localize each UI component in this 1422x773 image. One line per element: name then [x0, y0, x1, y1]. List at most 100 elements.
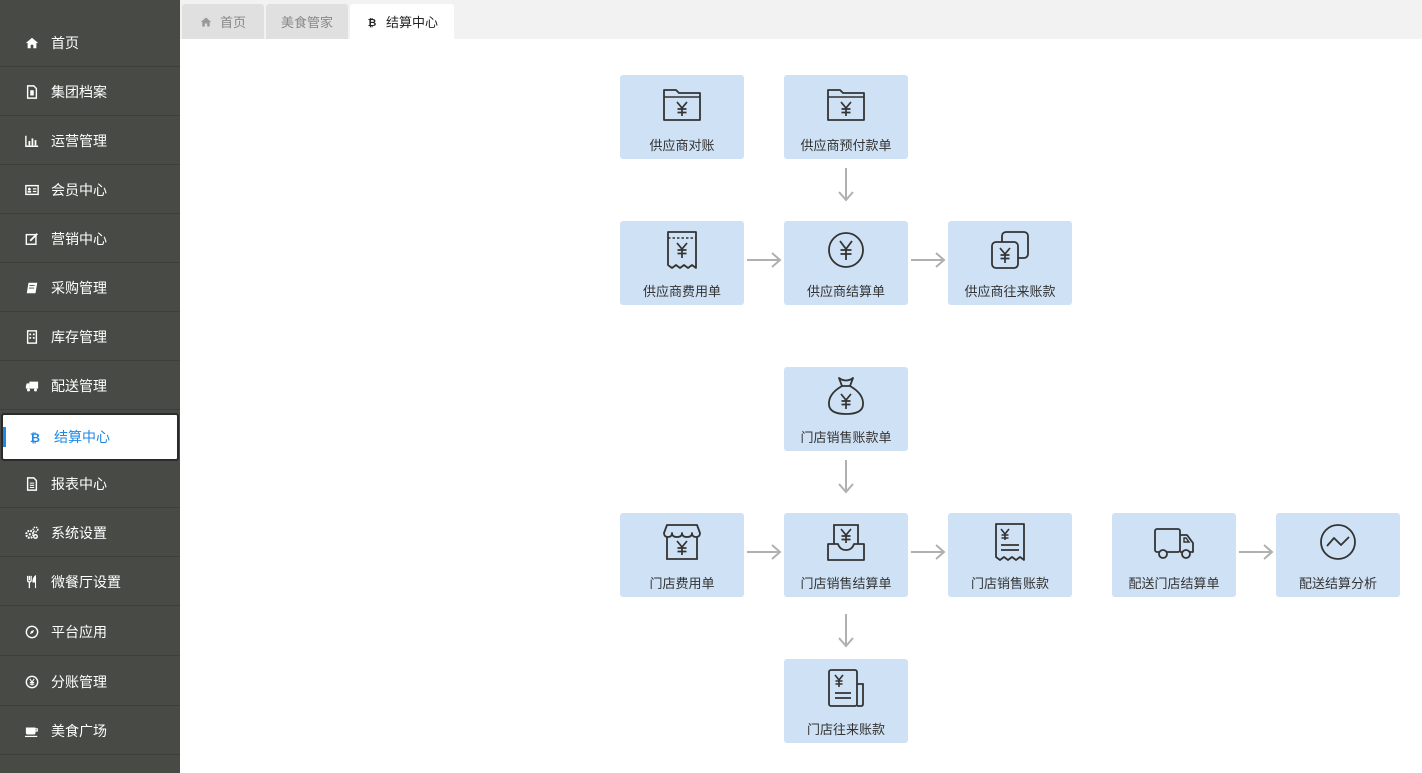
- document-icon: [24, 476, 40, 492]
- arrow-right: [1239, 544, 1274, 560]
- arrow-down: [838, 168, 854, 202]
- sidebar-item-label: 结算中心: [54, 430, 110, 446]
- compass-icon: [24, 624, 40, 640]
- sidebar-item-label: 报表中心: [51, 476, 107, 493]
- sidebar-item-home[interactable]: 首页: [0, 19, 180, 67]
- sidebar-item-members[interactable]: 会员中心: [0, 166, 180, 214]
- sidebar-item-label: 美食广场: [51, 723, 107, 740]
- store-yen-icon: [663, 524, 701, 560]
- card-label: 配送结算分析: [1298, 577, 1377, 592]
- sidebar-item-label: 微餐厅设置: [51, 574, 121, 591]
- sidebar-item-label: 平台应用: [51, 624, 107, 641]
- card-supplier-current-account[interactable]: 供应商往来账款: [948, 221, 1072, 305]
- arrow-down: [838, 460, 854, 494]
- sidebar-item-purchasing[interactable]: 采购管理: [0, 264, 180, 312]
- card-label: 门店销售结算单: [800, 577, 892, 592]
- card-store-sales-settlement[interactable]: 门店销售结算单: [784, 513, 908, 597]
- sidebar-item-split-accounts[interactable]: 分账管理: [0, 658, 180, 706]
- sidebar-item-label: 营销中心: [51, 231, 107, 248]
- arrow-right: [747, 252, 782, 268]
- sidebar-item-label: 集团档案: [51, 84, 107, 101]
- sidebar-item-label: 首页: [51, 35, 79, 52]
- tray-yen-icon: [827, 524, 865, 561]
- sidebar-item-reports[interactable]: 报表中心: [0, 460, 180, 508]
- arrow-right: [911, 544, 946, 560]
- card-store-sales-account[interactable]: 门店销售账款: [948, 513, 1072, 597]
- yen-circle-icon: [24, 674, 40, 690]
- card-store-expense[interactable]: 门店费用单: [620, 513, 744, 597]
- tab-bar: 首页 美食管家 ₿ 结算中心: [180, 0, 1422, 39]
- money-bag-icon: [828, 377, 864, 415]
- sidebar-item-label: 采购管理: [51, 280, 107, 297]
- folder-yen-icon: [827, 89, 865, 121]
- card-supplier-prepay[interactable]: 供应商预付款单: [784, 75, 908, 159]
- sidebar-item-micro-restaurant[interactable]: 微餐厅设置: [0, 558, 180, 606]
- tab-label: 首页: [219, 16, 246, 31]
- bitcoin-icon: ₿: [27, 429, 43, 445]
- card-supplier-reconcile[interactable]: 供应商对账: [620, 75, 744, 159]
- sidebar-item-operations[interactable]: 运营管理: [0, 117, 180, 165]
- home-icon: [24, 35, 40, 51]
- card-supplier-expense[interactable]: 供应商费用单: [620, 221, 744, 305]
- card-label: 门店往来账款: [806, 723, 885, 738]
- tab-home[interactable]: 首页: [182, 4, 264, 39]
- card-label: 供应商结算单: [806, 285, 885, 300]
- svg-text:₿: ₿: [30, 431, 40, 444]
- sidebar: 首页 集团档案 运营管理 会员中心 营销中心 采购管理 库存管理 配送管理 ₿ …: [0, 0, 180, 773]
- building-icon: [24, 329, 40, 345]
- sidebar-item-delivery[interactable]: 配送管理: [0, 362, 180, 410]
- card-label: 供应商费用单: [642, 285, 721, 300]
- card-label: 供应商预付款单: [800, 139, 892, 154]
- tab-food-butler[interactable]: 美食管家: [266, 4, 348, 39]
- newspaper-yen-icon: [828, 669, 864, 707]
- home-icon: [200, 17, 212, 26]
- card-label: 配送门店结算单: [1128, 577, 1220, 592]
- sidebar-item-platform-apps[interactable]: 平台应用: [0, 608, 180, 656]
- id-card-icon: [24, 182, 40, 198]
- sidebar-item-label: 运营管理: [51, 133, 107, 150]
- tab-settlement-center[interactable]: ₿ 结算中心: [350, 4, 454, 39]
- sidebar-item-group-archive[interactable]: 集团档案: [0, 68, 180, 116]
- receipt-yen-icon: [667, 231, 697, 269]
- cup-icon: [24, 723, 40, 739]
- card-supplier-settlement[interactable]: 供应商结算单: [784, 221, 908, 305]
- bill-yen-icon: [995, 523, 1025, 561]
- file-icon: [24, 84, 40, 100]
- card-store-sales-account-bill[interactable]: 门店销售账款单: [784, 367, 908, 451]
- arrow-right: [911, 252, 946, 268]
- card-label: 供应商往来账款: [964, 285, 1056, 300]
- bar-chart-icon: [24, 133, 40, 149]
- folder-yen-icon: [663, 89, 701, 121]
- edit-icon: [24, 231, 40, 247]
- card-delivery-settlement-analysis[interactable]: 配送结算分析: [1276, 513, 1400, 597]
- sidebar-item-system-settings[interactable]: 系统设置: [0, 509, 180, 557]
- truck-icon: [24, 378, 40, 394]
- book-icon: [24, 280, 40, 296]
- gears-icon: [24, 525, 40, 541]
- tab-label: 结算中心: [385, 16, 438, 31]
- sidebar-item-inventory[interactable]: 库存管理: [0, 313, 180, 361]
- svg-text:₿: ₿: [368, 17, 377, 28]
- card-label: 供应商对账: [649, 139, 715, 154]
- sidebar-item-food-court[interactable]: 美食广场: [0, 707, 180, 755]
- stacked-yen-icon: [991, 231, 1029, 269]
- sidebar-item-label: 库存管理: [51, 329, 107, 346]
- bitcoin-icon: ₿: [368, 17, 377, 28]
- yen-coin-icon: [828, 232, 864, 268]
- card-store-current-account[interactable]: 门店往来账款: [784, 659, 908, 743]
- card-label: 门店销售账款单: [800, 431, 892, 446]
- cutlery-icon: [24, 574, 40, 590]
- tab-label: 美食管家: [280, 16, 333, 31]
- sidebar-item-label: 会员中心: [51, 182, 107, 199]
- trend-circle-icon: [1320, 524, 1356, 560]
- arrow-right: [747, 544, 782, 560]
- arrow-down: [838, 614, 854, 648]
- sidebar-item-label: 分账管理: [51, 674, 107, 691]
- card-delivery-store-settlement[interactable]: 配送门店结算单: [1112, 513, 1236, 597]
- sidebar-item-marketing[interactable]: 营销中心: [0, 215, 180, 263]
- sidebar-item-label: 系统设置: [51, 525, 107, 542]
- delivery-truck-icon: [1154, 528, 1194, 559]
- card-label: 门店费用单: [649, 577, 715, 592]
- sidebar-item-label: 配送管理: [51, 378, 107, 395]
- sidebar-item-settlement[interactable]: ₿ 结算中心: [1, 413, 179, 461]
